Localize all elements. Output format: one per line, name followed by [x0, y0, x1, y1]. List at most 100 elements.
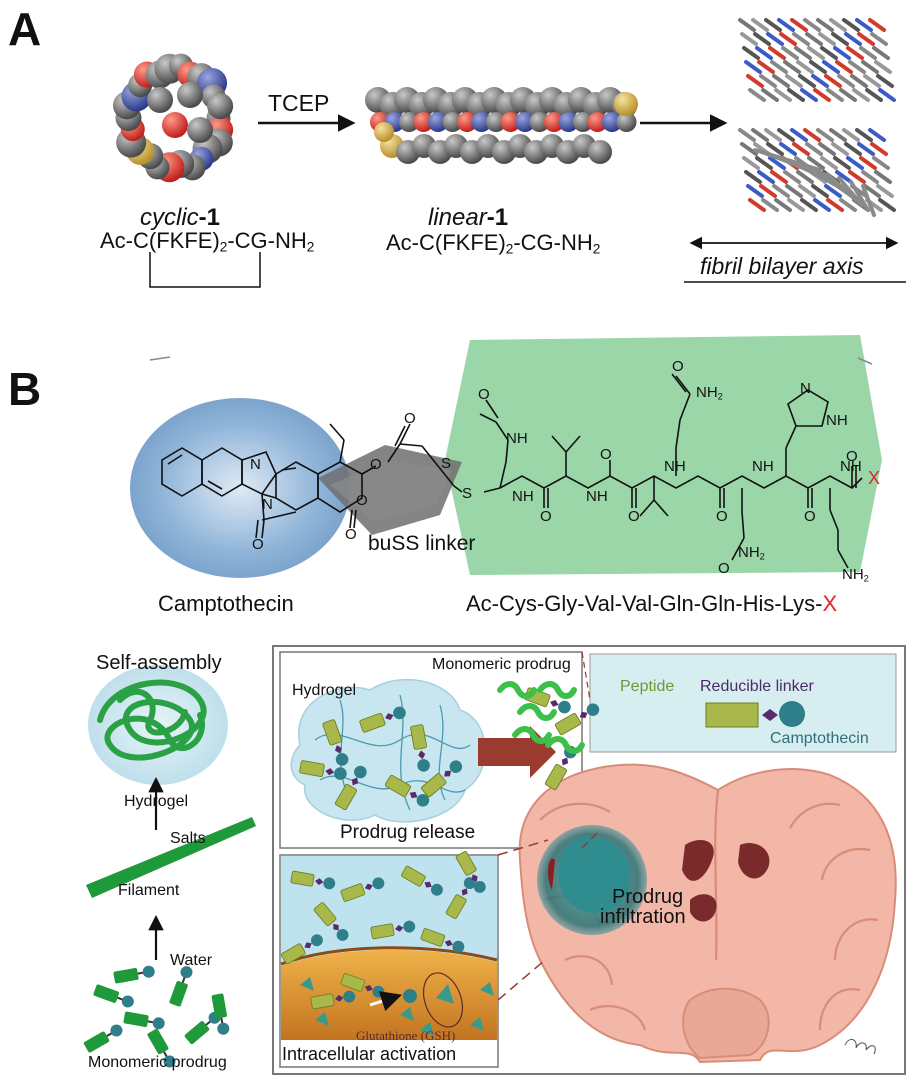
- gsh-glyph: [480, 982, 494, 996]
- fibril-stick: [764, 128, 782, 142]
- fibril-stick: [740, 142, 758, 156]
- linear-atom: [486, 112, 506, 132]
- fibril-stick: [839, 88, 857, 102]
- fibril-stick: [790, 18, 808, 32]
- fibril-stick: [813, 88, 831, 102]
- fibril-stick: [781, 46, 799, 60]
- fibril-stick: [861, 170, 879, 184]
- linear-atom: [544, 112, 564, 132]
- fibril-stick: [876, 74, 894, 88]
- legend-camptothecin-glyph: [779, 701, 805, 727]
- prodrug-release-label: Prodrug release: [340, 822, 476, 843]
- atom-o-6: O: [846, 448, 858, 465]
- fibril-stick: [783, 170, 801, 184]
- prodrug-glyph: [410, 724, 430, 772]
- cyclic-1-name: cyclic-1: [140, 204, 221, 231]
- release-hydrogel-cloud: [290, 678, 486, 823]
- cyclic-atom: [207, 93, 234, 120]
- atom-nh2-gln-2: NH2: [738, 544, 765, 562]
- peptide-strand: [497, 681, 537, 699]
- fibril-stick: [757, 60, 775, 74]
- fibril-stick: [768, 156, 786, 170]
- intracellular-activation-label: Intracellular activation: [282, 1044, 457, 1064]
- fibril-stick: [824, 184, 842, 198]
- linear-atom: [587, 112, 608, 132]
- linear-atom: [413, 112, 434, 132]
- fibril-stick: [868, 18, 886, 32]
- gsh-glyph: [400, 1007, 414, 1021]
- monomer-glyph: [123, 1011, 165, 1030]
- prodrug-glyph: [421, 760, 463, 798]
- fibril-stick: [826, 88, 844, 102]
- fibril-stick: [822, 60, 840, 74]
- linear-atom: [602, 112, 622, 132]
- fibril-stick: [738, 128, 756, 142]
- fibril-stick: [844, 32, 862, 46]
- atom-nh-2: NH: [586, 488, 608, 505]
- fibril-stick: [751, 128, 769, 142]
- atom-nh-1: NH: [512, 488, 534, 505]
- fibril-stick: [874, 60, 892, 74]
- fibril-stick: [859, 156, 877, 170]
- fibril-stick: [770, 170, 788, 184]
- fibril-stick: [837, 74, 855, 88]
- monomer-glyph: [113, 965, 155, 984]
- fibril-stick: [796, 170, 814, 184]
- prodrug-glyph: [299, 760, 347, 780]
- cyclic-atom: [187, 117, 213, 143]
- prodrug-glyph: [281, 934, 323, 965]
- fibril-stick: [878, 198, 896, 212]
- fibril-stick: [816, 128, 834, 142]
- fibril-stick: [868, 128, 886, 142]
- prodrug-glyph: [340, 877, 385, 902]
- prodrug-glyph: [359, 706, 406, 733]
- fibril-stick: [811, 184, 829, 198]
- fibril-stick: [848, 170, 866, 184]
- prodrug-glyph: [420, 928, 465, 953]
- legend-linker-label: Reducible linker: [700, 678, 814, 695]
- fibril-stick: [872, 156, 890, 170]
- fibril-stick: [757, 170, 775, 184]
- linear-atom: [428, 112, 448, 132]
- release-hydrogel-label: Hydrogel: [292, 682, 357, 699]
- atom-n-ring: N: [250, 456, 261, 473]
- cyclic-atom: [177, 82, 203, 108]
- fibril-stick: [850, 74, 868, 88]
- atom-nh-his: NH: [826, 412, 848, 429]
- linear-atom: [515, 112, 535, 132]
- atom-o-5: O: [804, 508, 816, 525]
- fibril-stick: [787, 88, 805, 102]
- release-monomeric-label: Monomeric prodrug: [432, 656, 571, 673]
- monomer-glyph: [93, 984, 134, 1008]
- fibril-stick: [878, 88, 896, 102]
- fibril-stick: [742, 156, 760, 170]
- fibril-stick: [857, 32, 875, 46]
- fibril-stick: [746, 74, 764, 88]
- hydrogel-label: Hydrogel: [124, 793, 189, 810]
- fibril-stick: [768, 46, 786, 60]
- fibril-stick: [835, 60, 853, 74]
- fibril-stick: [833, 46, 851, 60]
- atom-s-1: S: [441, 455, 452, 472]
- fibril-stick: [863, 184, 881, 198]
- atom-nh-4: NH: [752, 458, 774, 475]
- fibril-stick: [774, 88, 792, 102]
- prodrug-glyph: [322, 719, 349, 766]
- fibril-stick: [859, 46, 877, 60]
- fibril-stick: [772, 184, 790, 198]
- cyclic-1-model: [112, 53, 234, 183]
- linear-1-name: linear-1: [428, 204, 509, 231]
- fibril-stick: [796, 60, 814, 74]
- fibril-stick: [803, 128, 821, 142]
- linear-atom: [374, 122, 394, 142]
- fibril-stick: [761, 198, 779, 212]
- atom-o-gln-2: O: [718, 560, 730, 577]
- fibril-stick: [744, 60, 762, 74]
- fibril-stick: [849, 180, 870, 212]
- cyclic-atom: [147, 87, 173, 113]
- atom-o-ring: O: [356, 492, 368, 509]
- cyclic-1-sequence: Ac-C(FKFE)2-CG-NH2: [100, 228, 315, 255]
- atom-o-ester: O: [370, 456, 382, 473]
- fibril-stick: [755, 46, 773, 60]
